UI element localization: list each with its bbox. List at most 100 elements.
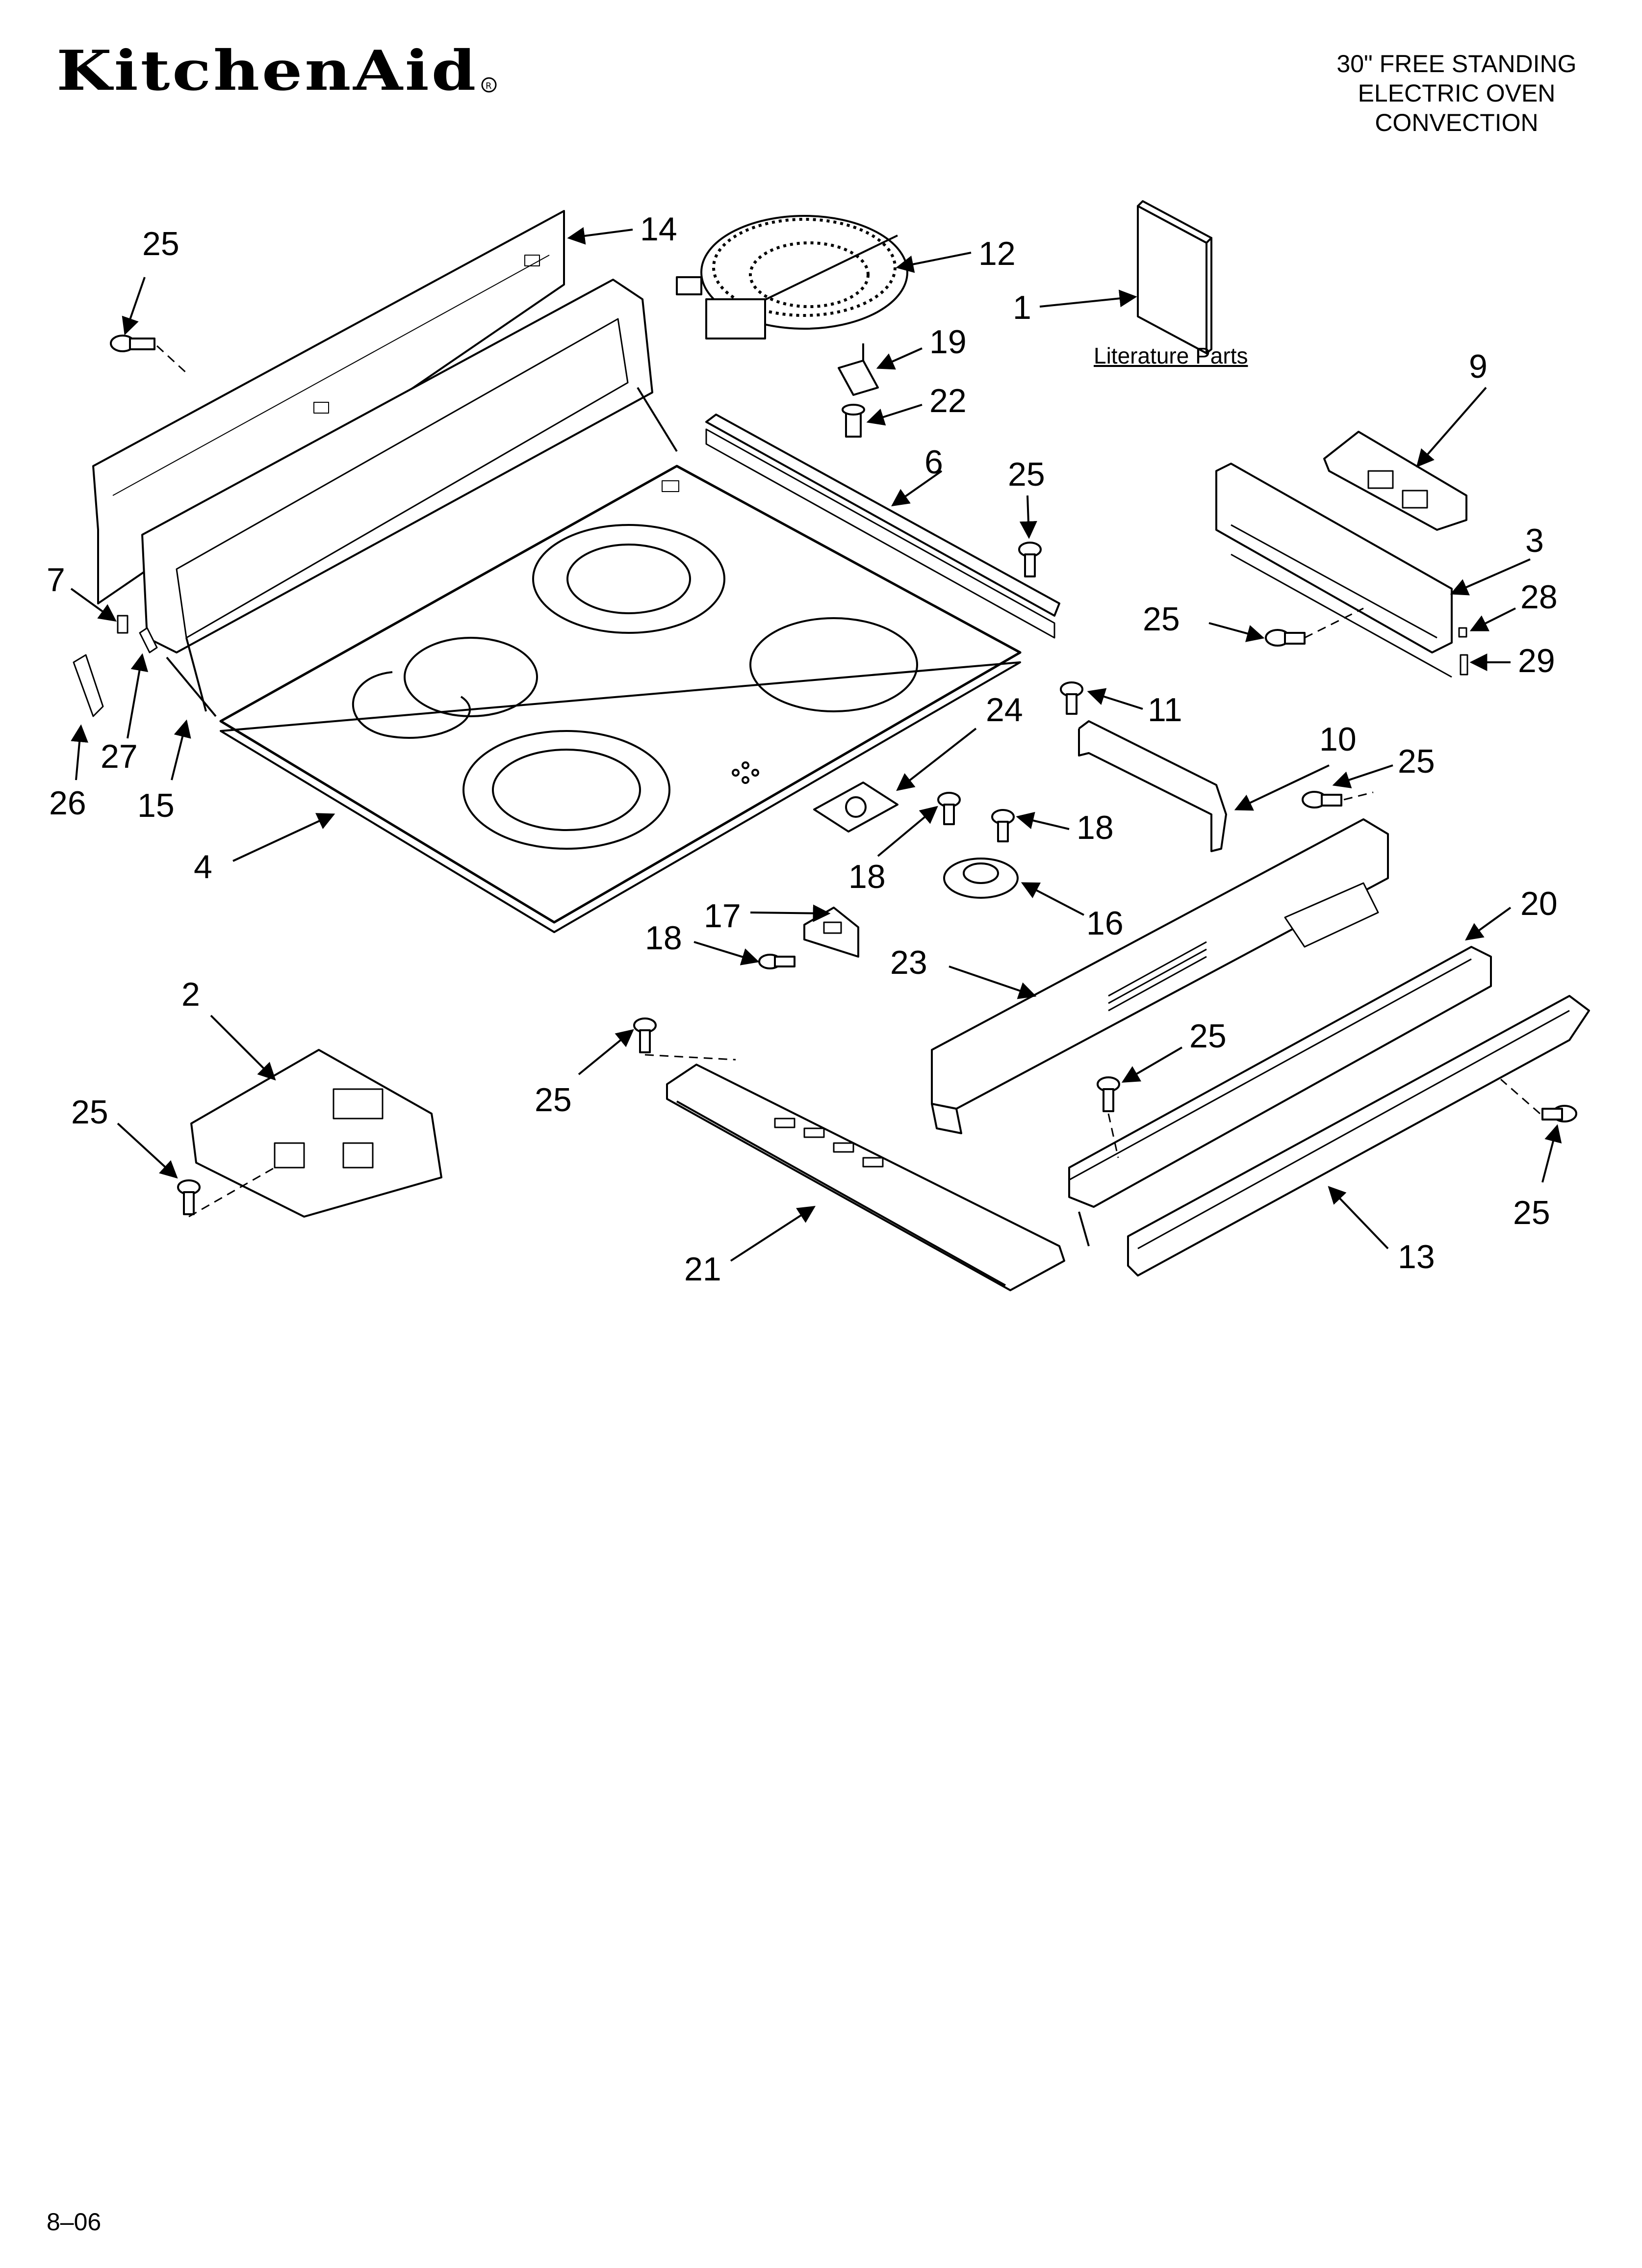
callout-20: 20 (1520, 885, 1558, 922)
side-rail-13 (1127, 995, 1590, 1277)
terminal-block (813, 782, 898, 833)
sensor-16 (943, 858, 1019, 899)
footer-code: 8–06 (47, 2208, 102, 2236)
side-rail-20 (1068, 946, 1492, 1247)
screw-18b (991, 809, 1015, 842)
bracket-9 (1323, 431, 1467, 531)
leader-18b (1016, 811, 1070, 830)
rear-trim (705, 414, 1060, 639)
leader-25d (1332, 764, 1393, 788)
leader-28 (1469, 607, 1516, 631)
literature-parts-book (1137, 200, 1212, 354)
leader-21 (730, 1206, 816, 1262)
header-line-3: CONVECTION (1375, 109, 1539, 136)
leader-2 (210, 1015, 276, 1081)
part-26 (73, 654, 104, 717)
cooktop-glass (219, 465, 1022, 933)
part-27 (139, 627, 158, 653)
callout-23: 23 (890, 944, 927, 981)
callout-14: 14 (640, 210, 677, 248)
callout-10: 10 (1319, 721, 1357, 758)
leader-25a (122, 277, 146, 336)
callout-2: 2 (181, 976, 200, 1013)
callout-29: 29 (1518, 642, 1555, 679)
callout-12: 12 (978, 235, 1016, 272)
screw-22 (842, 404, 865, 438)
callout-25e: 25 (71, 1094, 108, 1131)
callout-25f: 25 (535, 1081, 572, 1119)
leader-12 (896, 252, 972, 273)
callout-15: 15 (137, 787, 175, 824)
leader-1 (1039, 289, 1137, 308)
lower-panel (666, 1064, 1065, 1291)
callout-18a: 18 (848, 858, 886, 895)
leader-22 (866, 404, 923, 426)
callout-6: 6 (924, 443, 943, 481)
leader-25g (1121, 1046, 1183, 1083)
callout-27: 27 (101, 738, 138, 775)
leader-25e (117, 1122, 178, 1179)
screw-25a (110, 335, 155, 352)
screw-25h (1541, 1105, 1577, 1122)
screw-25e (177, 1179, 201, 1215)
screw-25g (1097, 1076, 1120, 1112)
callout-16: 16 (1086, 905, 1124, 942)
callout-25b: 25 (1008, 456, 1045, 493)
screw-11 (1060, 681, 1083, 715)
screw-18a (937, 792, 961, 825)
leader-13 (1328, 1186, 1389, 1250)
callout-22: 22 (929, 382, 967, 419)
screw-25c (1265, 629, 1306, 647)
literature-parts-label: Literature Parts (1094, 343, 1248, 368)
callout-24: 24 (986, 691, 1023, 729)
leader-23 (949, 965, 1037, 999)
callout-25d: 25 (1398, 743, 1435, 780)
leader-25f (578, 1029, 634, 1075)
header-line-1: 30" FREE STANDING (1336, 50, 1577, 78)
screw-25b (1018, 542, 1042, 577)
callout-26: 26 (49, 784, 86, 822)
leader-14 (567, 227, 633, 245)
leader-15 (171, 719, 191, 781)
leader-25h (1541, 1124, 1562, 1183)
leader-11 (1087, 688, 1143, 710)
callout-25a: 25 (142, 225, 180, 262)
callout-25h: 25 (1513, 1194, 1550, 1231)
leader-16 (1021, 882, 1084, 916)
kitchenaid-logo: KitchenAid R (56, 42, 497, 103)
leader-27 (127, 653, 149, 739)
leader-6 (891, 470, 943, 507)
callout-13: 13 (1398, 1238, 1435, 1276)
backguard-frame (141, 279, 678, 717)
leader-10 (1234, 764, 1330, 811)
leader-4 (232, 813, 335, 862)
leader-24 (896, 728, 977, 791)
callout-7: 7 (47, 561, 65, 599)
leader-26 (71, 724, 88, 781)
svg-text:KitchenAid: KitchenAid (56, 42, 478, 103)
callout-18b: 18 (1077, 809, 1114, 846)
callout-18c: 18 (645, 919, 682, 957)
callout-25c: 25 (1143, 600, 1180, 638)
leader-19 (876, 347, 923, 370)
header-line-2: ELECTRIC OVEN (1358, 79, 1556, 107)
part-28 (1458, 627, 1467, 638)
leader-18a (877, 806, 938, 857)
leader-18c (693, 941, 760, 965)
callout-28: 28 (1520, 578, 1558, 616)
callout-19: 19 (929, 323, 967, 361)
leader-25c (1208, 622, 1265, 642)
rod-10 (1078, 720, 1227, 852)
radiant-element (676, 215, 908, 339)
screw-25f (633, 1017, 657, 1053)
part-7 (117, 615, 128, 634)
leader-20 (1465, 907, 1512, 941)
screw-18c (758, 954, 795, 969)
callout-4: 4 (194, 848, 212, 886)
callout-25g: 25 (1189, 1017, 1227, 1055)
leader-7 (70, 588, 117, 622)
control-board (190, 1049, 442, 1218)
front-frame (931, 818, 1389, 1134)
callout-11: 11 (1148, 691, 1182, 729)
